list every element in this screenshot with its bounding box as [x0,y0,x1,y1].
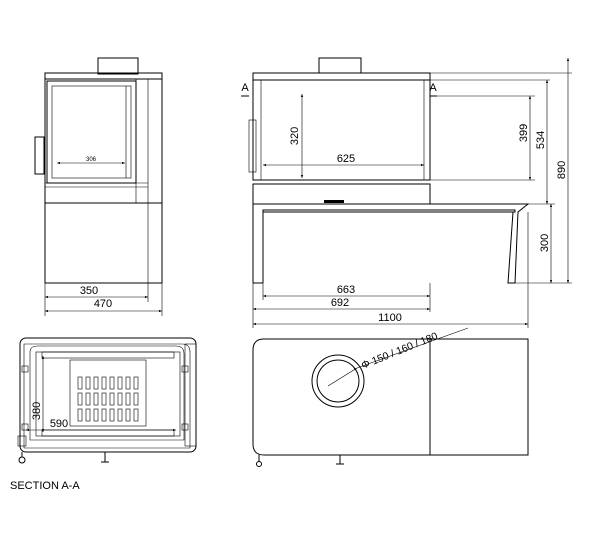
top-flue-inner [316,359,360,403]
side-stand-top [262,209,516,213]
side-handle [248,119,257,173]
front-dim-470: 470 [94,298,112,310]
section-outer [19,337,197,453]
front-door-handle [34,136,45,175]
front-glass [51,85,132,179]
side-dim-534: 534 [535,131,547,149]
front-body [44,78,163,204]
front-dim-306: 306 [86,157,97,163]
front-base [44,202,163,284]
side-stand-leg [430,203,530,284]
side-dim-663: 663 [337,284,355,296]
section-view: 380 590 SECTION A-A [10,337,197,492]
side-dim-320: 320 [289,127,301,145]
side-dim-890: 890 [556,161,568,179]
top-flue-label: Φ 150 / 160 / 180 [360,330,440,372]
side-top-plate [252,72,431,81]
top-flue-outer [311,354,365,408]
top-stand-outline [429,338,529,456]
front-view: 306 350 470 [34,57,163,316]
side-lower-body [252,183,431,205]
section-caption: SECTION A-A [10,480,80,492]
section-dim-590: 590 [50,418,68,430]
section-grate-slots [77,376,139,422]
side-dim-692: 692 [331,297,349,309]
front-door [46,80,137,184]
side-dim-625: 625 [337,153,355,165]
side-dim-300: 300 [539,234,551,252]
section-dim-380: 380 [31,402,43,420]
section-grate [69,359,147,427]
section-mark-right: A [429,82,437,94]
side-dim-399: 399 [518,124,530,142]
top-stove-outline [252,338,431,456]
top-view: Φ 150 / 160 / 180 [252,327,529,467]
side-flue-collar [318,57,362,74]
front-dim-350: 350 [80,285,98,297]
side-view: A A 320 625 399 534 890 300 [241,57,572,328]
section-mark-left: A [241,82,249,94]
side-dim-1100: 1100 [378,312,402,324]
front-flue-collar [97,57,139,75]
